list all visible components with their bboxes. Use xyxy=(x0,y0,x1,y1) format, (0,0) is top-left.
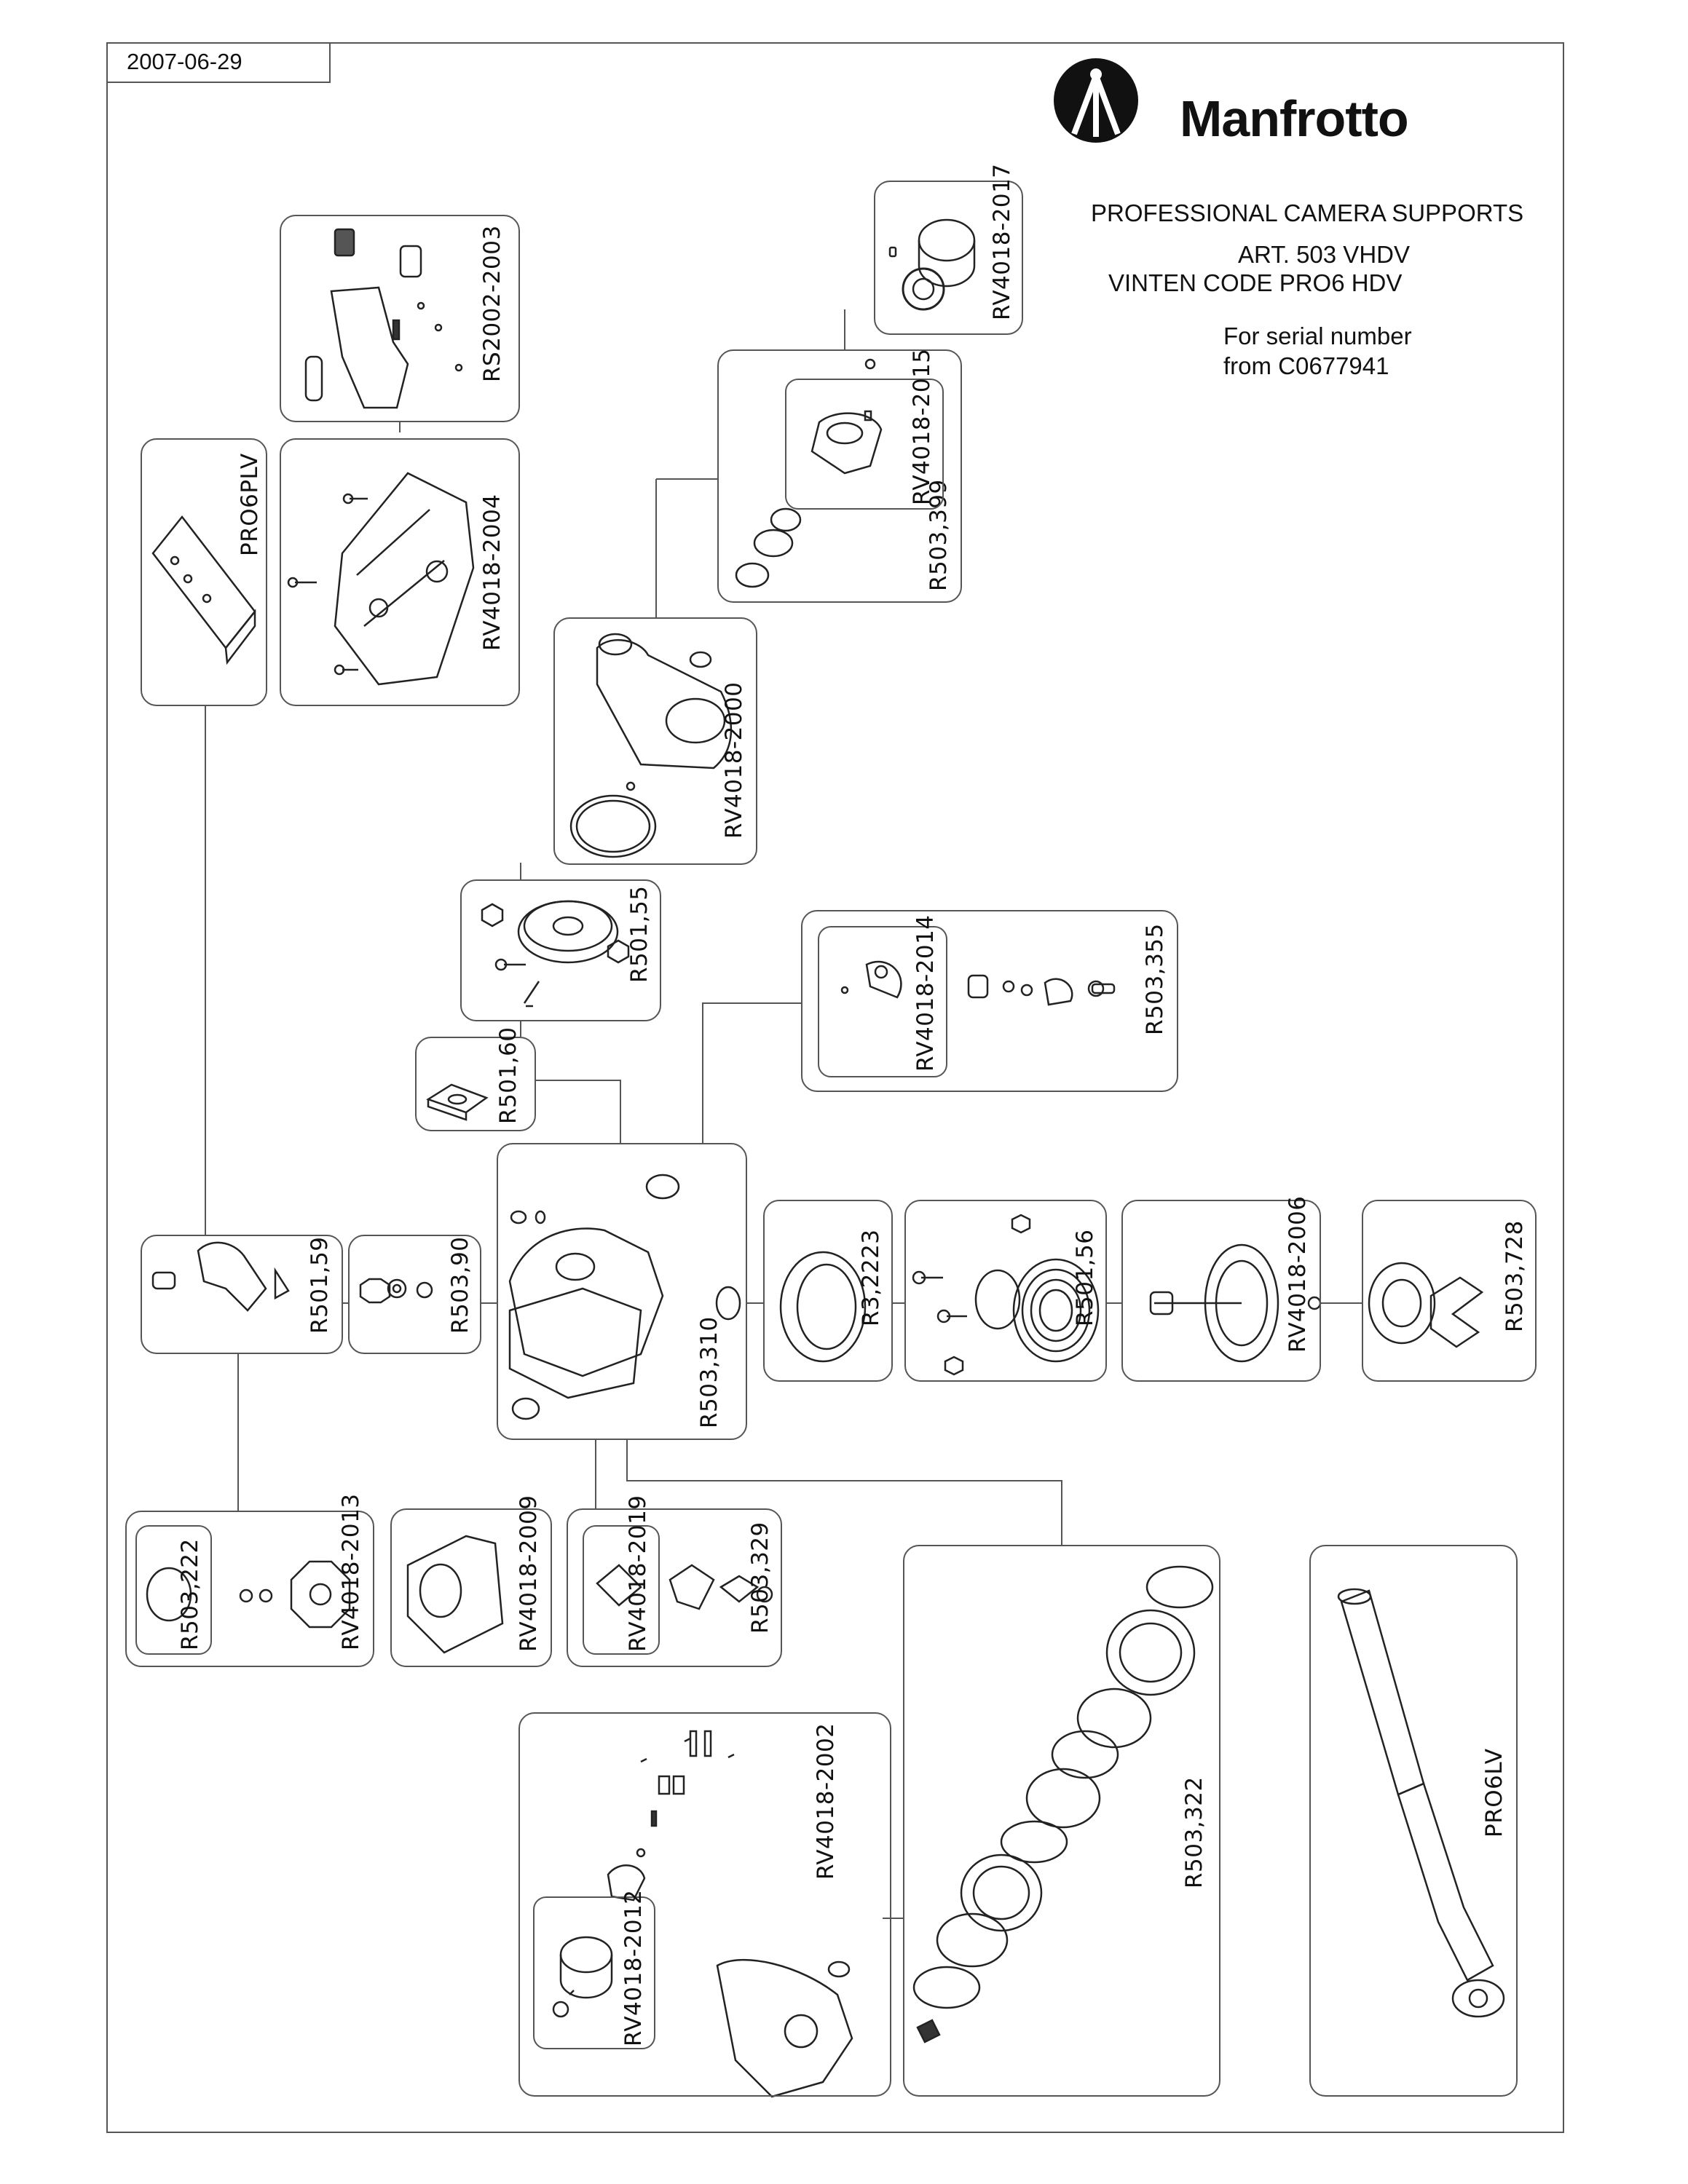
part-code: R501,55 xyxy=(626,885,652,983)
document-heading: PROFESSIONAL CAMERA SUPPORTS xyxy=(1091,199,1524,226)
tilt-plate-illustration xyxy=(481,900,630,1008)
part-code: PRO6PLV xyxy=(237,453,263,556)
part-code: RV4018-2019 xyxy=(625,1495,651,1652)
part-code: RV4018-2009 xyxy=(516,1495,542,1652)
lock-lever-illustration xyxy=(811,410,883,475)
part-code: R503,322 xyxy=(1181,1776,1207,1888)
part-code: PRO6LV xyxy=(1481,1748,1507,1837)
part-box-r503-355[interactable]: R503,355 xyxy=(801,910,1178,1092)
part-box-rv4018-2006[interactable]: RV4018-2006 xyxy=(1121,1195,1321,1382)
plate-housing-illustration xyxy=(287,472,475,686)
part-box-r503-222[interactable]: R503,222 xyxy=(135,1525,212,1655)
head-body-illustration xyxy=(508,1174,741,1420)
release-lever-illustration xyxy=(304,228,463,409)
part-code: RV4018-2015 xyxy=(909,348,935,505)
nut-and-spring-illustration xyxy=(359,1278,433,1304)
part-box-rv4018-2015[interactable]: RV4018-2015 xyxy=(785,348,944,510)
part-box-r501-56[interactable]: R501,56 xyxy=(904,1200,1107,1382)
part-box-rv4018-2004[interactable]: RV4018-2004 xyxy=(280,438,520,706)
part-code: RV4018-2006 xyxy=(1285,1195,1311,1353)
part-code: R503,310 xyxy=(696,1316,722,1428)
lock-cam-illustration xyxy=(552,1936,613,2018)
connector-lines xyxy=(205,309,1362,1919)
part-box-r503-329[interactable]: R503,329 xyxy=(567,1508,782,1667)
part-box-rv4018-2017[interactable]: RV4018-2017 xyxy=(874,163,1023,335)
part-box-r501-60[interactable]: R501,60 xyxy=(415,1026,536,1131)
drawing-frame xyxy=(106,42,1564,2133)
part-box-rv4018-2012[interactable]: RV4018-2012 xyxy=(533,1889,655,2049)
part-code: R503,90 xyxy=(447,1236,473,1334)
tilt-knob-illustration xyxy=(146,1560,351,1629)
part-code: RV4018-2002 xyxy=(813,1722,839,1880)
part-code: R503,728 xyxy=(1502,1220,1528,1332)
part-box-r503-310[interactable]: R503,310 xyxy=(497,1143,747,1440)
part-code: RV4018-2000 xyxy=(721,681,747,839)
pan-bar-mount-illustration xyxy=(569,633,733,858)
article-number: ART. 503 VHDV xyxy=(1238,241,1410,268)
bracket-set-illustration xyxy=(596,1564,773,1610)
part-code: RV4018-2004 xyxy=(479,494,505,651)
part-code: RV4018-2012 xyxy=(620,1889,647,2046)
part-code: RV4018-2013 xyxy=(338,1493,364,1650)
part-box-pro6lv[interactable]: PRO6LV xyxy=(1309,1545,1518,2097)
drag-lever-illustration xyxy=(840,960,1116,1006)
counterbalance-cartridge-illustration xyxy=(912,1214,1100,1376)
pan-lock-knob-illustration xyxy=(1368,1262,1484,1348)
part-code: R501,56 xyxy=(1072,1229,1098,1326)
brand-name: Manfrotto xyxy=(1180,90,1409,147)
bracket-illustration xyxy=(151,1241,290,1312)
part-box-pro6plv[interactable]: PRO6PLV xyxy=(141,438,267,706)
tilt-cartridge-illustration xyxy=(607,1730,853,2098)
part-box-rs2002-2003[interactable]: RS2002-2003 xyxy=(280,215,520,422)
pan-axle-illustration xyxy=(1149,1243,1322,1363)
part-box-r503-399[interactable]: R503,399 xyxy=(717,349,962,603)
part-code: R503,329 xyxy=(747,1522,773,1634)
part-box-r501-55[interactable]: R501,55 xyxy=(460,879,661,1021)
part-code: RS2002-2003 xyxy=(479,225,505,382)
part-illustrations xyxy=(146,218,1505,2098)
part-box-rv4018-2014[interactable]: RV4018-2014 xyxy=(818,914,947,1077)
part-code: R3,2223 xyxy=(858,1229,884,1326)
serial-line-1: For serial number xyxy=(1223,323,1412,349)
part-box-r503-90[interactable]: R503,90 xyxy=(348,1235,481,1354)
part-box-r503-728[interactable]: R503,728 xyxy=(1362,1200,1537,1382)
bearing-ring-illustration xyxy=(779,1251,867,1363)
part-code: R503,355 xyxy=(1142,923,1168,1035)
part-box-rv4018-2013[interactable]: RV4018-2013 xyxy=(125,1493,374,1667)
part-box-r3-2223[interactable]: R3,2223 xyxy=(763,1200,893,1382)
part-box-rv4018-2019[interactable]: RV4018-2019 xyxy=(583,1495,660,1655)
serial-line-2: from C0677941 xyxy=(1223,352,1389,379)
part-code: RV4018-2014 xyxy=(912,914,939,1072)
quick-release-plate-illustration xyxy=(151,515,256,665)
vinten-code: VINTEN CODE PRO6 HDV xyxy=(1108,269,1403,296)
pan-bar-illustration xyxy=(1337,1588,1505,2018)
part-code: RV4018-2017 xyxy=(989,163,1015,320)
manfrotto-logo xyxy=(1054,58,1138,143)
date-stamp: 2007-06-29 xyxy=(106,42,331,83)
lock-washers-illustration xyxy=(735,358,876,588)
cover-shield-illustration xyxy=(406,1535,504,1654)
part-code: R501,59 xyxy=(307,1236,333,1334)
part-box-r501-59[interactable]: R501,59 xyxy=(141,1235,343,1354)
part-box-rv4018-2002[interactable]: RV4018-2002 xyxy=(518,1712,891,2097)
part-box-r503-322[interactable]: R503,322 xyxy=(903,1545,1220,2097)
part-code: R503,222 xyxy=(177,1538,203,1650)
part-code: R501,60 xyxy=(495,1026,521,1124)
knob-cap-illustration xyxy=(888,218,976,311)
part-box-rv4018-2009[interactable]: RV4018-2009 xyxy=(390,1495,552,1667)
part-box-rv4018-2000[interactable]: RV4018-2000 xyxy=(553,617,757,865)
spring-discs-illustration xyxy=(912,1565,1214,2043)
spacer-block-illustration xyxy=(426,1083,489,1121)
